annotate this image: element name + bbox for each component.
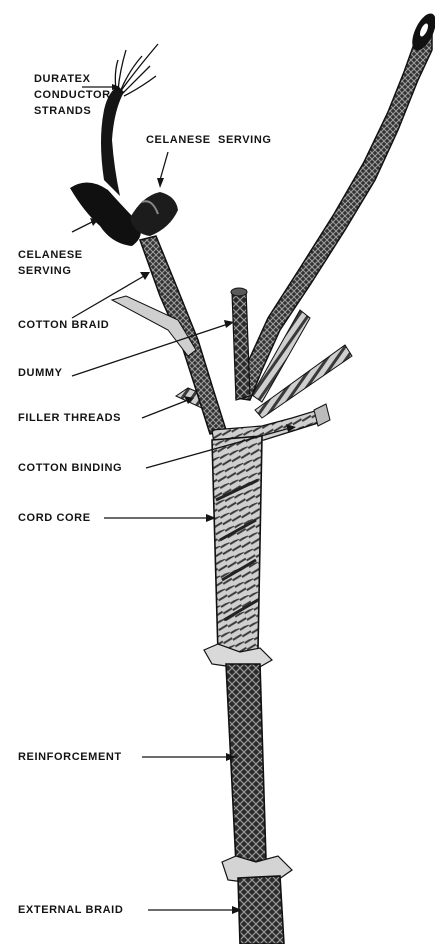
cord-core [212, 436, 262, 654]
dummy-rod [232, 290, 250, 400]
label-cotton-braid: COTTON BRAID [18, 318, 109, 333]
label-filler-threads: FILLER THREADS [18, 411, 121, 426]
label-external-braid: EXTERNAL BRAID [18, 903, 123, 918]
leader-filler-threads [142, 400, 188, 418]
label-celanese-serving-left-line2: SERVING [18, 264, 72, 279]
label-duratex-line2: CONDUCTOR [34, 88, 111, 103]
leader-celanese-left [72, 222, 92, 232]
label-cotton-binding: COTTON BINDING [18, 461, 122, 476]
label-duratex-line1: DURATEX [34, 72, 91, 87]
upper-right-braided-conductor [236, 18, 432, 400]
celanese-serving-right-blob [130, 192, 178, 236]
label-celanese-serving-top: CELANESE SERVING [146, 133, 272, 148]
leader-celanese-top [160, 152, 168, 180]
celanese-serving-left-blob [70, 182, 141, 246]
label-celanese-serving-left-line1: CELANESE [18, 248, 83, 263]
external-braid-section [238, 876, 284, 944]
label-reinforcement: REINFORCEMENT [18, 750, 122, 765]
label-dummy: DUMMY [18, 366, 63, 381]
label-cord-core: CORD CORE [18, 511, 91, 526]
label-duratex-line3: STRANDS [34, 104, 91, 119]
reinforcement-section [226, 664, 266, 864]
duratex-conductor-strands [115, 44, 158, 96]
